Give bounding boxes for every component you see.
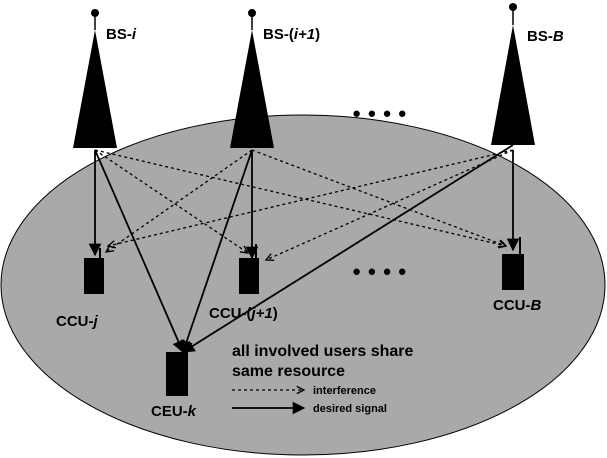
desired-links <box>88 144 520 354</box>
label-ccu-j-plus-1: CCU-(j+1) <box>209 305 278 322</box>
device-ccu-j-plus-1 <box>239 244 259 294</box>
interference-links <box>94 149 514 260</box>
label-bs-i: BS-i <box>106 26 137 43</box>
label-ceu-k: CEU-k <box>151 403 197 420</box>
base-station-i <box>73 9 117 148</box>
legend: interference desired signal <box>232 385 387 415</box>
ellipsis-bottom: ● ● ● ● <box>352 263 408 280</box>
device-ccu-B <box>502 237 524 290</box>
note-line-2: same resource <box>232 363 345 380</box>
base-station-i-plus-1 <box>230 9 274 148</box>
base-station-B <box>491 3 535 145</box>
label-bs-i-plus-1: BS-(i+1) <box>263 26 320 43</box>
label-bs-B: BS-B <box>527 28 564 45</box>
coverage-region <box>0 114 606 456</box>
label-ccu-j: CCU-j <box>56 313 99 330</box>
device-ccu-j <box>84 248 104 294</box>
label-ccu-B: CCU-B <box>493 297 542 314</box>
note-line-1: all involved users share <box>232 343 414 360</box>
legend-interference-label: interference <box>313 385 376 397</box>
device-ceu-k <box>166 342 188 396</box>
ellipsis-top: ● ● ● ● <box>352 105 408 122</box>
legend-desired-label: desired signal <box>313 403 387 415</box>
